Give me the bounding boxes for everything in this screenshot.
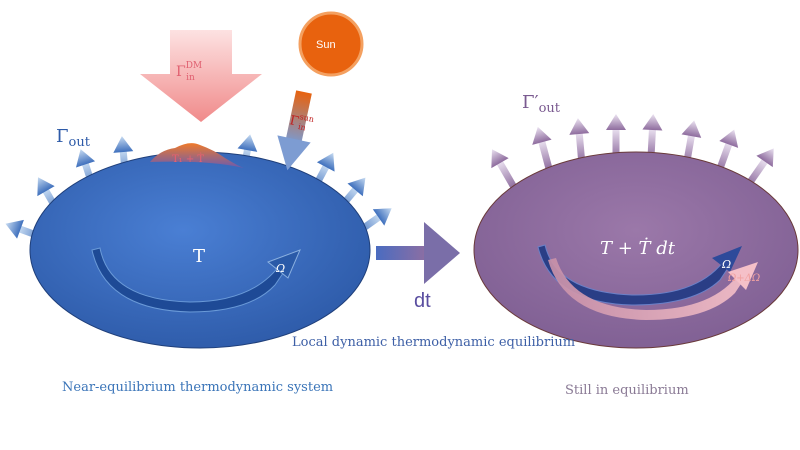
right-outflow-label: Γ′out — [522, 92, 561, 116]
left-system: T₁ + Ṫ T Ω Γout — [2, 126, 398, 349]
transition-shaft — [376, 246, 424, 260]
bump-label: T₁ + Ṫ — [172, 153, 204, 165]
left-temperature: T — [193, 246, 205, 267]
outflow-arrow — [606, 114, 626, 158]
heating-bump — [150, 143, 244, 168]
time-transition: dt — [376, 222, 460, 312]
sun-arrow-head — [277, 135, 311, 171]
transition-head — [424, 222, 460, 284]
delta-rotation-arrowhead — [728, 262, 758, 290]
dm-arrow — [140, 30, 262, 122]
caption-left: Near-equilibrium thermodynamic system — [62, 380, 334, 395]
right-system: T + Ṫ dt Ω Ω+ΔΩ Γ′out — [473, 92, 799, 349]
sun-arrow-shaft — [285, 90, 312, 145]
sun-label: Sun — [316, 39, 336, 51]
dt-label: dt — [414, 290, 431, 312]
rotation-arrowhead — [267, 249, 301, 279]
left-omega: Ω — [275, 262, 285, 275]
caption-right: Still in equilibrium — [565, 383, 689, 398]
sun-disk — [298, 11, 364, 77]
right-omega: Ω — [721, 258, 731, 271]
rotation-arrowhead — [712, 246, 742, 272]
delta-rotation-swirl — [548, 258, 750, 320]
left-outflow-label: Γout — [56, 126, 91, 150]
sun-source: Sun Γsunin — [277, 11, 364, 171]
caption-middle: Local dynamic thermodynamic equilibrium — [292, 335, 576, 350]
right-temperature: T + Ṫ dt — [600, 236, 676, 259]
right-omega-delta: Ω+ΔΩ — [727, 273, 760, 284]
outflow-arrow — [528, 124, 559, 172]
